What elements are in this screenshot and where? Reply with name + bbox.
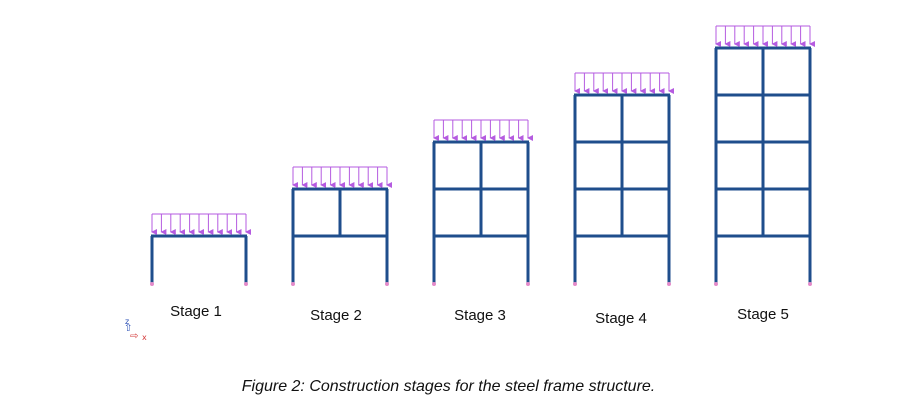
support bbox=[244, 282, 248, 286]
stage-1-frame bbox=[150, 213, 251, 286]
support bbox=[526, 282, 530, 286]
stage-1-label: Stage 1 bbox=[170, 303, 222, 320]
axis-x-label: x bbox=[142, 333, 147, 342]
stage-2-frame bbox=[291, 166, 392, 286]
stage-3-label: Stage 3 bbox=[454, 307, 506, 324]
stage-4-label: Stage 4 bbox=[595, 310, 647, 327]
figure-caption: Figure 2: Construction stages for the st… bbox=[241, 378, 656, 395]
support bbox=[150, 282, 154, 286]
support bbox=[291, 282, 295, 286]
stage-5-label: Stage 5 bbox=[737, 306, 789, 323]
stage-5-frame bbox=[714, 25, 815, 286]
stage-3-frame bbox=[432, 119, 533, 286]
stage-4-frame bbox=[573, 72, 674, 286]
support bbox=[808, 282, 812, 286]
support bbox=[714, 282, 718, 286]
support bbox=[573, 282, 577, 286]
support bbox=[432, 282, 436, 286]
support bbox=[667, 282, 671, 286]
axis-x-arrow-icon: ⇨ bbox=[130, 331, 139, 342]
support bbox=[385, 282, 389, 286]
stage-2-label: Stage 2 bbox=[310, 307, 362, 324]
axis-z-arrow-icon: ⇧ bbox=[124, 323, 133, 334]
axis-z-label: z bbox=[125, 317, 130, 326]
